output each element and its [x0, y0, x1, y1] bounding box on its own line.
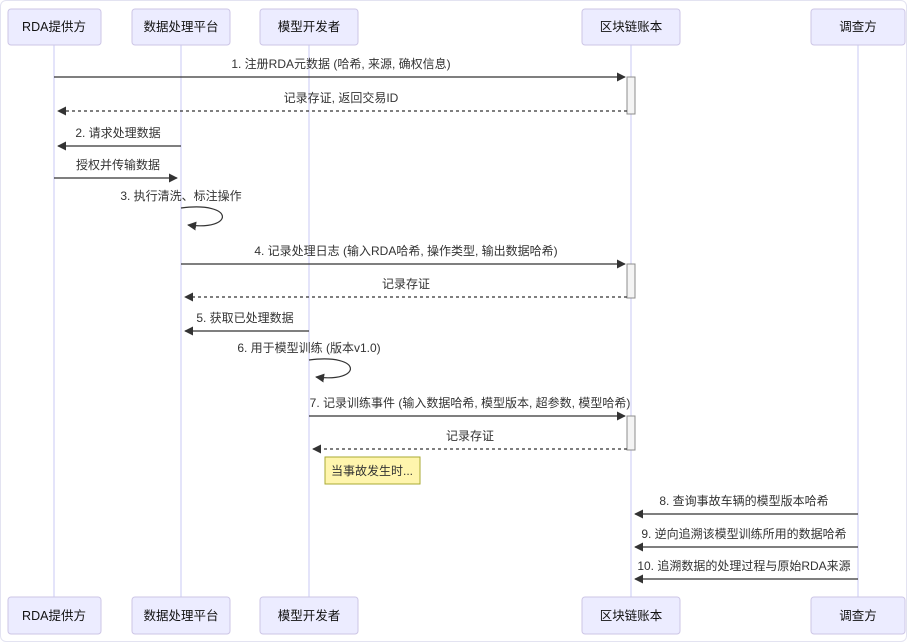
participant-label: 模型开发者: [278, 608, 341, 623]
message-label: 1. 注册RDA元数据 (哈希, 来源, 确权信息): [231, 56, 450, 71]
message-label: 5. 获取已处理数据: [196, 310, 293, 325]
message-label: 6. 用于模型训练 (版本v1.0): [237, 340, 380, 355]
message-label: 记录存证: [446, 429, 494, 443]
self-loop-arrow: [308, 358, 351, 383]
participant-investigator-top: 调查方: [810, 8, 906, 46]
participant-label: 调查方: [839, 19, 877, 34]
participant-model-developer-top: 模型开发者: [259, 8, 359, 46]
participant-label: 调查方: [839, 608, 877, 623]
participant-model-developer-bottom: 模型开发者: [259, 596, 359, 635]
participant-label: 区块链账本: [600, 19, 663, 34]
note-text: 当事故发生时...: [331, 463, 413, 478]
message-label: 8. 查询事故车辆的模型版本哈希: [659, 493, 828, 508]
participant-label: 数据处理平台: [143, 19, 218, 34]
message-label: 7. 记录训练事件 (输入数据哈希, 模型版本, 超参数, 模型哈希): [310, 395, 631, 410]
message-label: 记录存证: [382, 277, 430, 291]
participant-rda-provider-top: RDA提供方: [7, 8, 102, 46]
activation-bar: [626, 415, 636, 451]
message-label: 记录存证, 返回交易ID: [284, 90, 399, 105]
participant-data-platform-bottom: 数据处理平台: [131, 596, 231, 635]
note-box: [324, 456, 421, 485]
message-label: 授权并传输数据: [76, 157, 160, 172]
participant-label: RDA提供方: [22, 19, 86, 34]
self-loop-arrow: [180, 206, 223, 231]
participant-label: 模型开发者: [278, 19, 341, 34]
participant-label: 区块链账本: [600, 608, 663, 623]
message-label: 3. 执行清洗、标注操作: [120, 188, 241, 203]
activation-bar: [626, 263, 636, 299]
participant-blockchain-ledger-bottom: 区块链账本: [581, 596, 681, 635]
message-label: 9. 逆向追溯该模型训练所用的数据哈希: [641, 526, 846, 541]
message-label: 4. 记录处理日志 (输入RDA哈希, 操作类型, 输出数据哈希): [254, 243, 557, 258]
participant-label: 数据处理平台: [143, 608, 218, 623]
message-label: 10. 追溯数据的处理过程与原始RDA来源: [637, 558, 850, 573]
participant-label: RDA提供方: [22, 608, 86, 623]
participant-investigator-bottom: 调查方: [810, 596, 906, 635]
participant-blockchain-ledger-top: 区块链账本: [581, 8, 681, 46]
message-label: 2. 请求处理数据: [75, 125, 160, 140]
activation-bar: [626, 76, 636, 115]
participant-rda-provider-bottom: RDA提供方: [7, 596, 102, 635]
participant-data-platform-top: 数据处理平台: [131, 8, 231, 46]
